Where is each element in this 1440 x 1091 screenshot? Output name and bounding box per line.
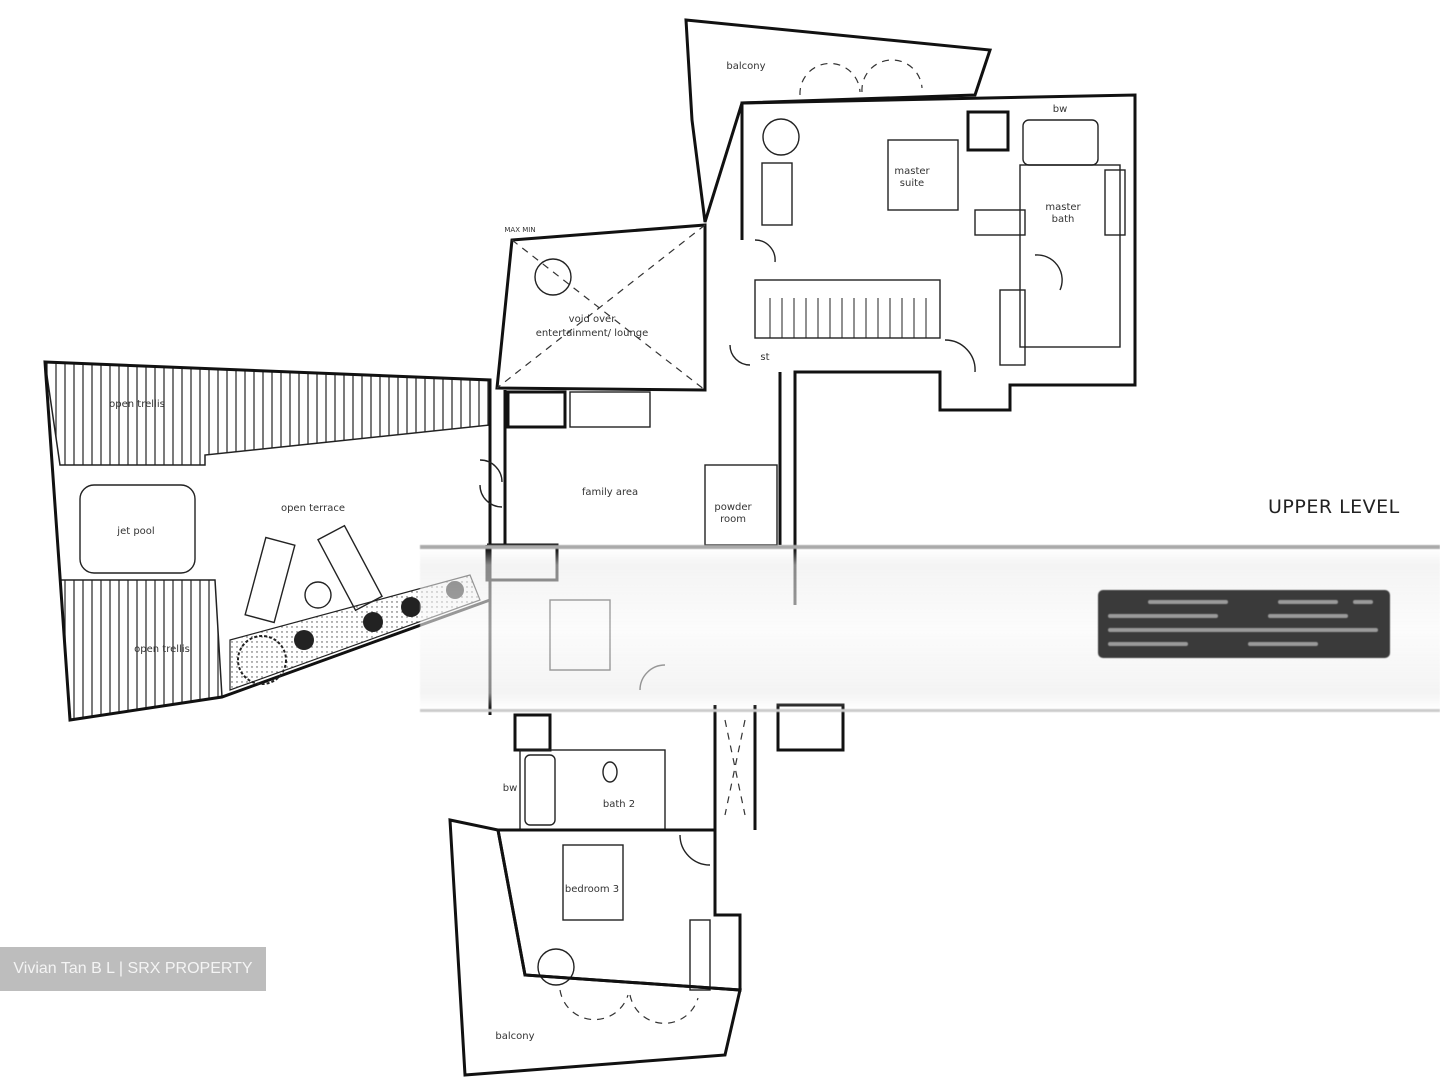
jet-pool [79, 484, 196, 574]
round-table [762, 118, 800, 156]
illegible-info-stamp [1098, 590, 1390, 658]
round-table [537, 948, 575, 986]
cabinet [506, 390, 567, 429]
sideboard [569, 391, 651, 428]
terrace-outline [43, 360, 492, 722]
label-powder-1: powder [714, 502, 752, 513]
label-trellis-bottom: open trellis [134, 644, 190, 655]
label-max-min: MAX MIN [504, 226, 535, 234]
level-title: UPPER LEVEL [1268, 496, 1400, 518]
master-bath-partition [1019, 164, 1121, 348]
bath-2-block [519, 749, 666, 831]
label-bw-bath2: bw [503, 783, 518, 794]
staircase [754, 279, 941, 339]
label-powder-2: room [720, 514, 746, 525]
round-table [534, 258, 572, 296]
side-table [304, 581, 332, 609]
label-store: st [760, 352, 769, 363]
sofa [761, 162, 793, 226]
label-void-1: void over [569, 314, 617, 325]
wardrobe [974, 209, 1026, 236]
bathtub [524, 754, 556, 826]
bedroom-3-outline [496, 828, 742, 992]
label-master-suite-1: master [894, 166, 930, 177]
master-wing-walls [740, 93, 1137, 605]
label-bw-master: bw [1053, 104, 1068, 115]
label-master-bath-2: bath [1052, 214, 1075, 225]
void-outline [495, 223, 707, 392]
stair-treads [769, 298, 927, 338]
watermark: Vivian Tan B L | SRX PROPERTY [0, 947, 266, 991]
label-master-suite-2: suite [900, 178, 924, 189]
door-swing [479, 344, 751, 508]
label-master-bath-1: master [1045, 202, 1081, 213]
wardrobe [513, 713, 552, 752]
label-balcony-top: balcony [726, 61, 765, 72]
label-balcony-bottom: balcony [495, 1031, 534, 1042]
wardrobe [966, 110, 1010, 152]
bathtub [1022, 119, 1099, 166]
room-labels: balcony bw master suite master bath MAX … [109, 61, 1081, 1042]
label-family-area: family area [582, 487, 638, 498]
toilet [602, 761, 618, 783]
door-swing [754, 239, 1063, 373]
label-trellis-top: open trellis [109, 399, 165, 410]
label-bedroom-3: bedroom 3 [565, 884, 619, 895]
label-jet-pool: jet pool [116, 526, 154, 537]
master-bed [887, 139, 959, 211]
balcony-top-outline [684, 18, 993, 223]
sun-lounger [244, 536, 296, 624]
label-open-terrace: open terrace [281, 503, 345, 514]
label-void-2: entertainment/ lounge [536, 328, 649, 339]
sun-lounger [317, 524, 383, 612]
bedroom-3-bed [562, 844, 624, 921]
wardrobe [689, 919, 711, 991]
balcony-bottom-outline [448, 818, 742, 1077]
label-bath-2: bath 2 [603, 799, 635, 810]
open-terrace-area [43, 360, 492, 722]
wardrobe [999, 289, 1026, 366]
vanity [1104, 169, 1126, 236]
